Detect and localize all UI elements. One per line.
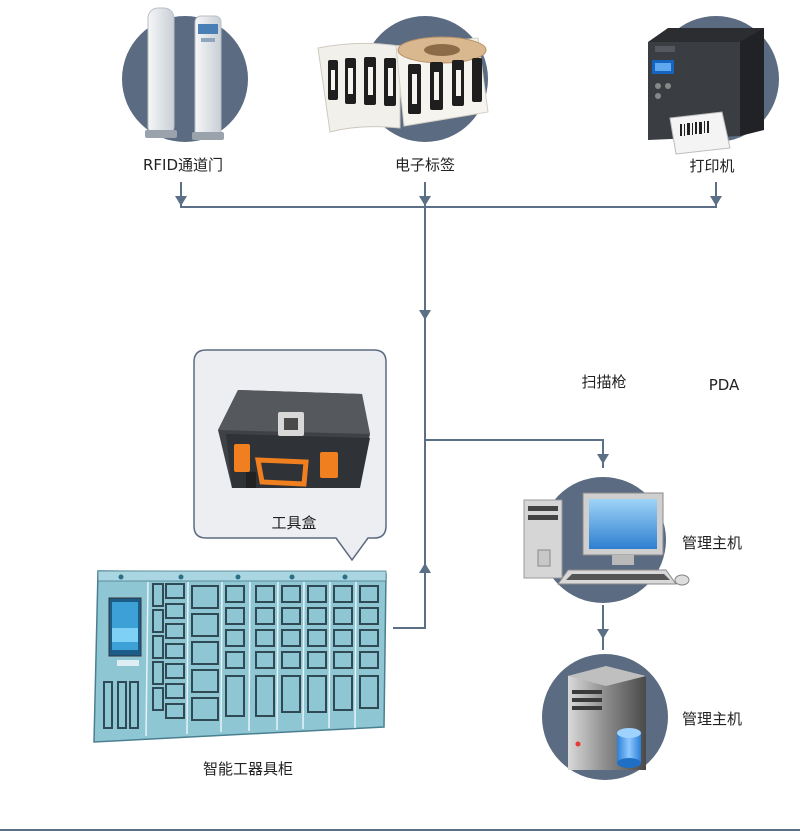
toolbox-callout: 工具盒 xyxy=(193,349,387,562)
server-node: 管理主机 xyxy=(542,654,742,780)
cabinet-label: 智能工器具柜 xyxy=(203,760,293,778)
toolbox-icon xyxy=(218,390,370,488)
arrow-printer xyxy=(710,196,722,206)
cabinet-column-dividers xyxy=(145,581,357,737)
rfid-gate-circle xyxy=(122,16,248,142)
bottom-divider xyxy=(0,829,800,831)
pc-icon xyxy=(523,492,690,586)
arrowheads xyxy=(175,196,722,639)
arrow-host xyxy=(597,454,609,464)
host-node: 管理主机 xyxy=(523,477,742,603)
cabinet-node: 智能工器具柜 xyxy=(93,570,387,778)
toolbox-label: 工具盒 xyxy=(271,514,316,532)
tags-node: 电子标签 xyxy=(317,16,489,174)
rfid-gate-node: RFID通道门 xyxy=(122,7,248,174)
arrow-trunk-mid xyxy=(419,310,431,320)
printer-label: 打印机 xyxy=(689,157,734,175)
arrow-rfid xyxy=(175,196,187,206)
host1-label: 管理主机 xyxy=(682,534,742,552)
printer-icon xyxy=(648,28,764,155)
arrow-tags xyxy=(419,196,431,206)
to-host-line xyxy=(425,439,604,468)
cabinet-doors xyxy=(103,583,379,729)
server-icon xyxy=(568,666,646,770)
cabinet-header xyxy=(97,570,387,582)
host2-label: 管理主机 xyxy=(682,710,742,728)
tags-label: 电子标签 xyxy=(395,156,455,174)
tag-roll-icon xyxy=(317,36,489,133)
arrow-server xyxy=(597,629,609,639)
rfid-gate-icon xyxy=(145,7,224,140)
pda-label: PDA xyxy=(709,376,740,394)
printer-node: 打印机 xyxy=(648,16,779,175)
trunk-line xyxy=(393,207,426,629)
top-bus-line xyxy=(180,182,717,208)
scanner-label: 扫描枪 xyxy=(581,373,626,391)
rfid-gate-label: RFID通道门 xyxy=(143,156,223,174)
arrow-trunk-up xyxy=(419,563,431,573)
